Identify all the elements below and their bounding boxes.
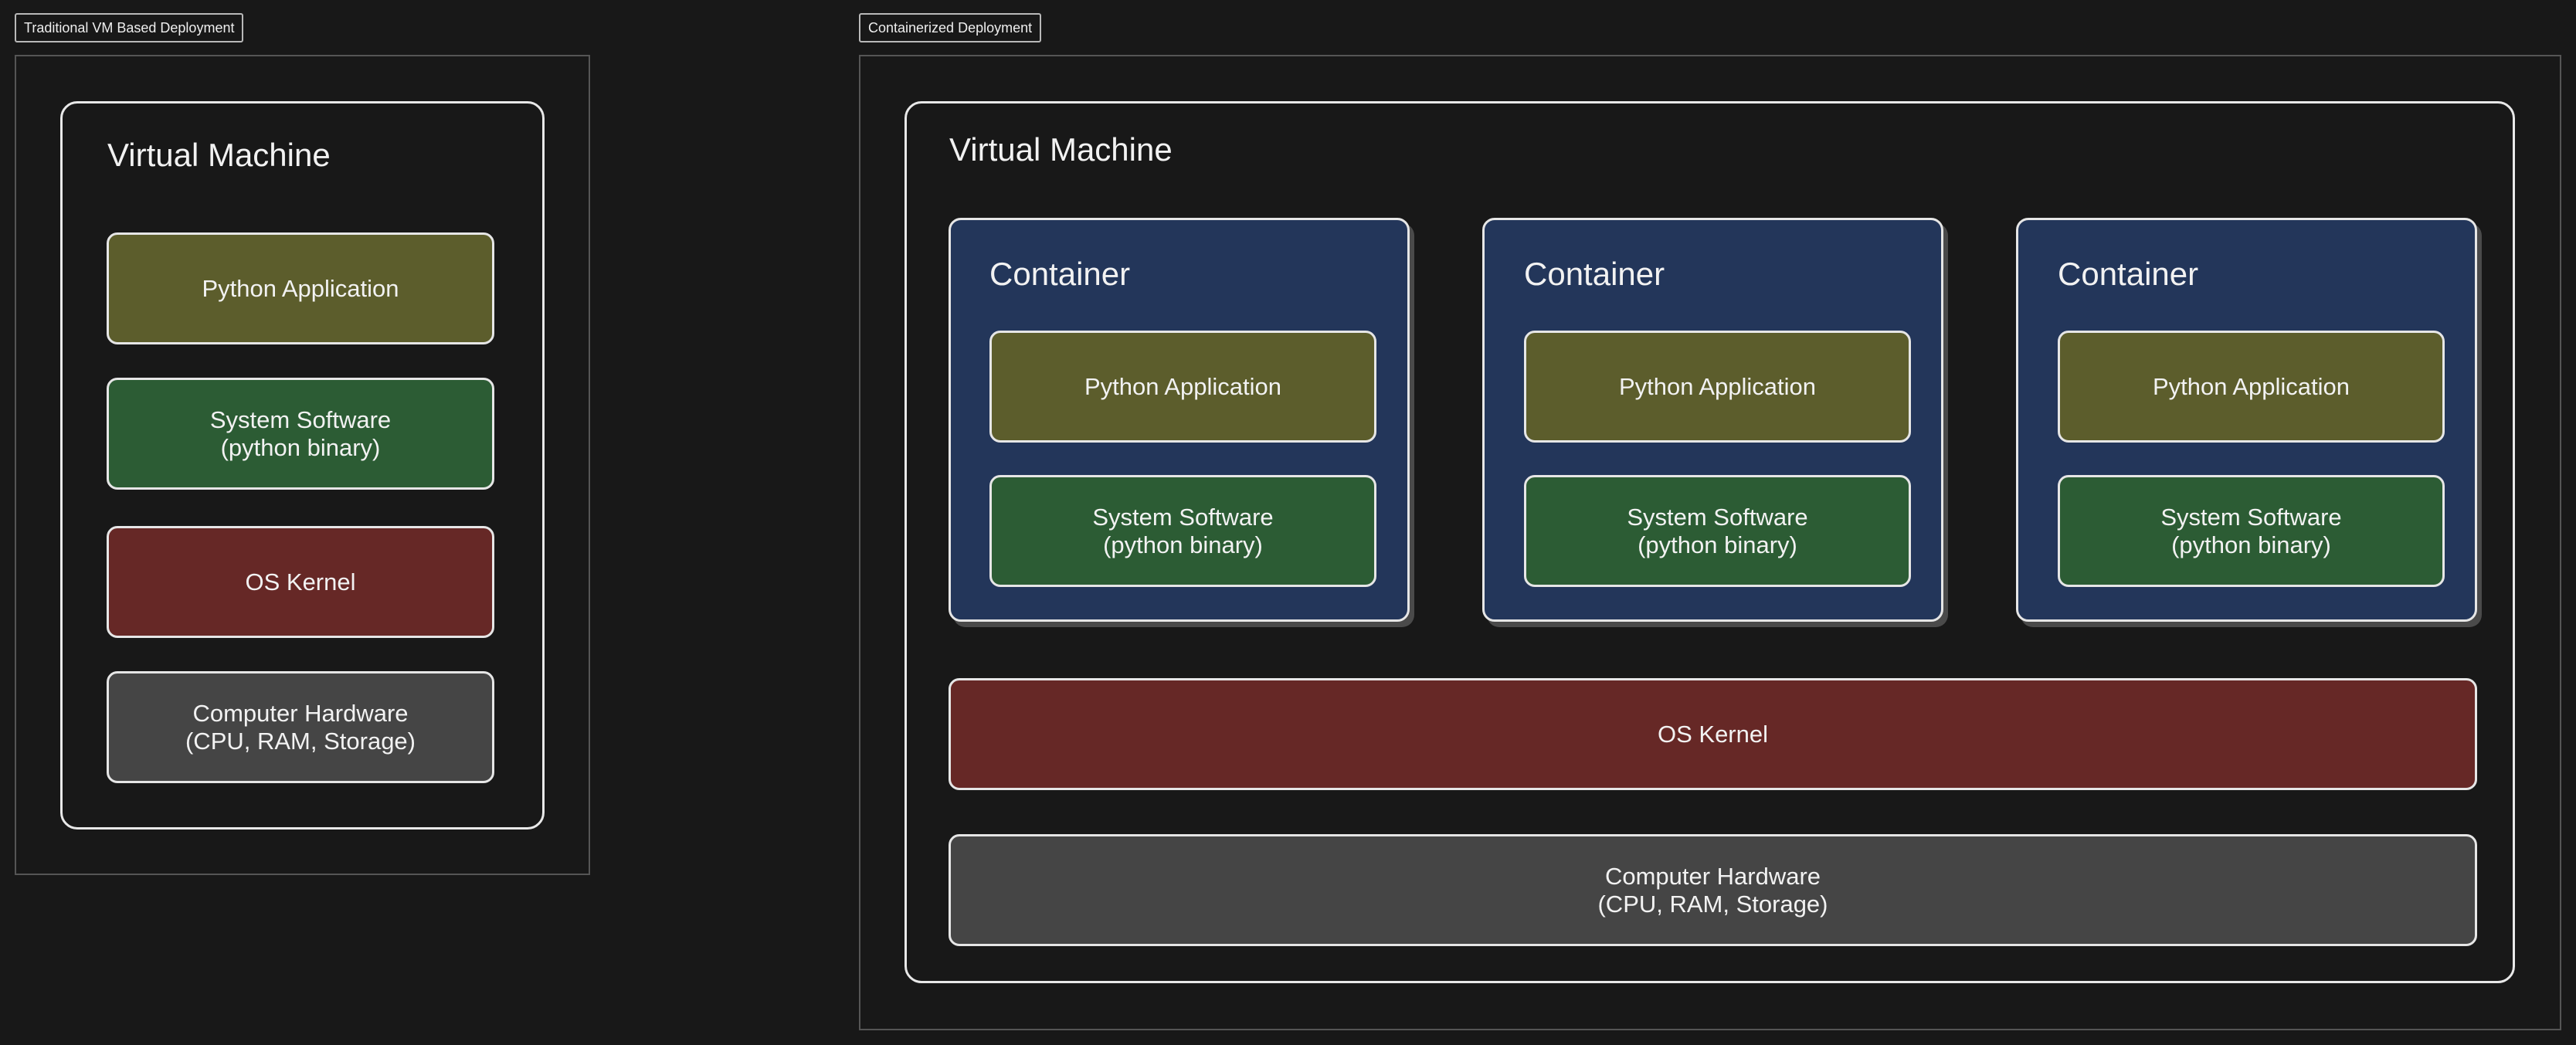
traditional-python-app-box: Python Application	[107, 232, 494, 344]
container-2-title: Container	[1524, 256, 1665, 292]
traditional-vm	[60, 101, 545, 830]
container-2-system-software-box: System Software (python binary)	[1524, 475, 1911, 587]
containerized-hardware-box: Computer Hardware (CPU, RAM, Storage)	[949, 834, 2477, 946]
frame-label-traditional: Traditional VM Based Deployment	[15, 13, 244, 42]
containerized-frame	[859, 55, 2561, 1030]
containerized-os-kernel-box: OS Kernel	[949, 678, 2477, 790]
containerized-vm	[904, 101, 2515, 983]
frame-label-containerized: Containerized Deployment	[859, 13, 1042, 42]
container-1-system-software-box: System Software (python binary)	[989, 475, 1376, 587]
traditional-frame	[15, 55, 590, 875]
traditional-os-kernel-box: OS Kernel	[107, 526, 494, 638]
container-2-python-app-box: Python Application	[1524, 331, 1911, 443]
traditional-vm-title: Virtual Machine	[107, 137, 331, 173]
container-3-python-app-box: Python Application	[2058, 331, 2445, 443]
container-1-python-app-box: Python Application	[989, 331, 1376, 443]
containerized-vm-title: Virtual Machine	[949, 131, 1173, 168]
traditional-hardware-box: Computer Hardware (CPU, RAM, Storage)	[107, 671, 494, 783]
traditional-system-software-box: System Software (python binary)	[107, 378, 494, 490]
container-3-title: Container	[2058, 256, 2199, 292]
container-1-title: Container	[989, 256, 1131, 292]
container-3-system-software-box: System Software (python binary)	[2058, 475, 2445, 587]
